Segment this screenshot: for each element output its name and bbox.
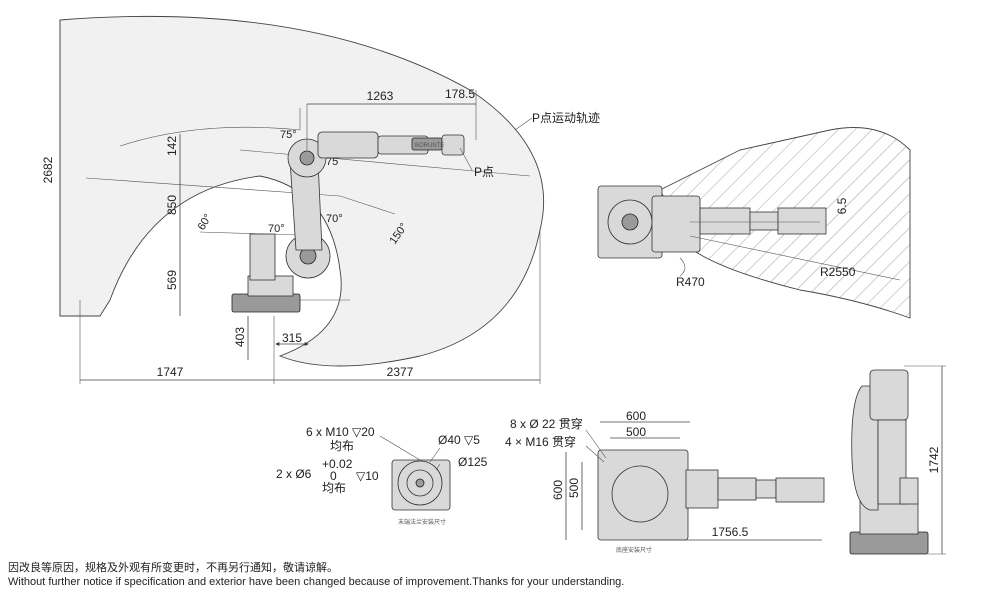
flange-bolts: 6 x M10 ▽20 [306,425,375,439]
dim-403: 403 [233,327,247,347]
flange-pin-even: 均布 [322,481,346,495]
base-reach: 1756.5 [712,525,749,539]
footer-notice-cn: 因改良等原因，规格及外观有所变更时，不再另行通知，敬请谅解。 [8,561,338,574]
base-caption: 底座安装尺寸 [616,546,652,554]
base-w600: 600 [626,409,646,423]
dim-1742: 1742 [927,446,941,473]
flange-pin-tol-lower: 0 [330,469,337,483]
dim-178-5: 178.5 [445,87,475,101]
base-w500: 500 [626,425,646,439]
base-h500: 500 [567,478,581,498]
base-threads: 4 × M16 贯穿 [505,434,576,449]
p-point-label: P点 [474,165,494,179]
brand-label-arm: BORUNTE [415,143,444,149]
p-trajectory-label: P点运动轨迹 [532,111,600,125]
flange-pin-depth: ▽10 [356,469,379,483]
dim-850: 850 [165,195,179,215]
flange-bolts-even: 均布 [330,439,354,453]
footer-notice-en: Without further notice if specification … [8,576,625,588]
robot-side: BORUNTE [231,131,465,313]
dim-315: 315 [282,331,302,345]
dim-1747: 1747 [157,365,184,379]
angle-70-right: 70° [326,213,343,225]
angle-70-left: 70° [268,223,285,235]
dim-6-5: 6.5 [835,197,849,214]
base-view: 600 500 600 500 1756.5 8 x Ø 22 贯穿 4 × M… [505,409,825,554]
flange-dia40: Ø40 ▽5 [438,433,480,447]
angle-75-top: 75° [280,129,297,141]
flange-view: 6 x M10 ▽20 均布 +0.02 2 x Ø6 0 ▽10 均布 Ø40… [276,425,488,526]
flange-pin: 2 x Ø6 [276,467,312,481]
dim-2377: 2377 [387,365,414,379]
flange-caption: 末端法兰安装尺寸 [398,518,446,526]
dim-1263: 1263 [367,89,394,103]
dim-142: 142 [165,136,179,156]
flange-dia125: Ø125 [458,455,488,469]
angle-75-wrist: 75 [326,156,338,168]
dim-r470: R470 [676,275,705,289]
base-h600: 600 [551,480,565,500]
front-view: 1742 [849,365,946,555]
base-holes: 8 x Ø 22 贯穿 [510,416,583,431]
dim-569: 569 [165,270,179,290]
dim-2682: 2682 [41,156,55,183]
flange-pin-tol-upper: +0.02 [322,457,353,471]
angle-60: 60° [196,212,215,232]
side-view: BORUNTE 2682 142 850 569 403 315 1263 17… [41,15,600,384]
dim-r2550: R2550 [820,265,856,279]
top-view: R470 R2550 6.5 [597,127,911,319]
